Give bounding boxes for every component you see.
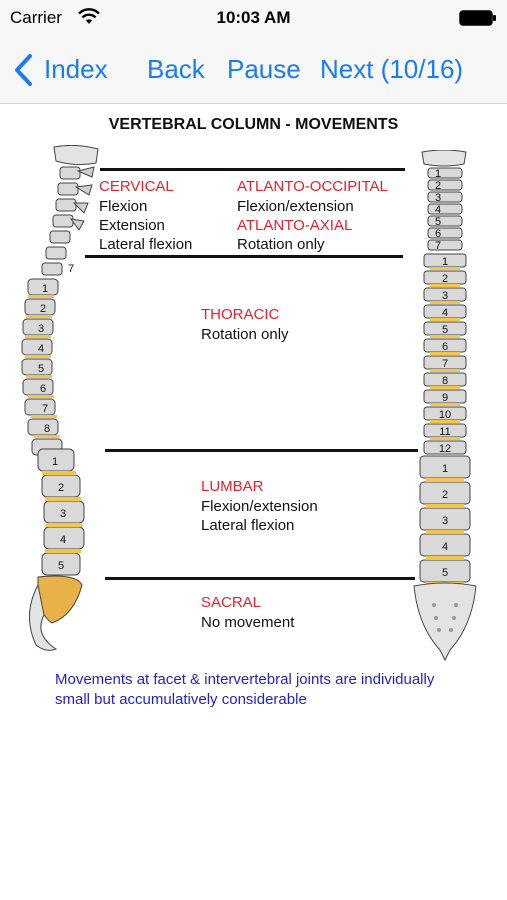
index-button[interactable]: Index xyxy=(44,54,108,84)
svg-text:2: 2 xyxy=(442,489,448,501)
cervical-vertebrae xyxy=(41,166,81,276)
atlanto-axial-heading: ATLANTO-AXIAL xyxy=(237,217,353,234)
svg-text:2: 2 xyxy=(40,303,46,315)
svg-text:3: 3 xyxy=(38,323,44,335)
anterior-thoracic-vertebrae xyxy=(423,253,467,455)
cervical-heading: CERVICAL xyxy=(99,178,174,195)
footnote: Movements at facet & intervertebral join… xyxy=(55,670,465,710)
svg-text:4: 4 xyxy=(442,541,448,553)
atlanto-occipital-heading: ATLANTO-OCCIPITAL xyxy=(237,178,388,195)
coccyx xyxy=(28,583,58,651)
lumbar-vertebrae xyxy=(37,448,85,576)
svg-text:6: 6 xyxy=(442,341,448,353)
lumbar-heading: LUMBAR xyxy=(201,478,264,495)
svg-text:5: 5 xyxy=(38,363,44,375)
atlanto-occipital-movement: Flexion/extension xyxy=(237,198,354,215)
lumbar-movement-1: Flexion/extension xyxy=(201,498,318,515)
svg-text:1: 1 xyxy=(442,463,448,475)
svg-text:1: 1 xyxy=(442,256,448,268)
lateral-spine-illustration: 7 1 2 3 4 5 6 7 8 1 2 3 4 5 xyxy=(21,145,99,651)
svg-text:2: 2 xyxy=(442,273,448,285)
svg-text:3: 3 xyxy=(442,290,448,302)
lateral-t-label: 1 xyxy=(42,283,48,295)
pause-button[interactable]: Pause xyxy=(227,54,301,84)
carrier-label: Carrier xyxy=(10,8,62,27)
skull-base-anterior xyxy=(421,150,467,167)
skull-base xyxy=(53,145,99,166)
status-time: 10:03 AM xyxy=(216,8,291,27)
svg-text:5: 5 xyxy=(442,567,448,579)
svg-text:2: 2 xyxy=(58,482,64,494)
cervical-movement-2: Extension xyxy=(99,217,165,234)
svg-text:10: 10 xyxy=(439,409,451,421)
divider-cervical-thoracic xyxy=(85,255,403,258)
svg-text:1: 1 xyxy=(52,456,58,468)
svg-text:3: 3 xyxy=(442,515,448,527)
svg-text:4: 4 xyxy=(38,343,44,355)
svg-text:3: 3 xyxy=(60,508,66,520)
svg-text:1: 1 xyxy=(435,168,441,180)
cervical-movement-1: Flexion xyxy=(99,198,148,215)
svg-text:4: 4 xyxy=(442,307,448,319)
atlanto-axial-movement: Rotation only xyxy=(237,236,325,253)
thoracic-vertebrae xyxy=(21,278,63,456)
wifi-icon xyxy=(78,8,100,31)
sacral-movement: No movement xyxy=(201,614,295,631)
navigation-bar: Index Back Pause Next (10/16) xyxy=(0,36,507,104)
divider-top xyxy=(100,168,405,171)
svg-text:6: 6 xyxy=(40,383,46,395)
sacrum xyxy=(37,575,83,624)
svg-text:5: 5 xyxy=(58,560,64,572)
cervical-movement-3: Lateral flexion xyxy=(99,236,193,253)
svg-text:12: 12 xyxy=(439,443,451,455)
lateral-c-label: 7 xyxy=(68,263,74,275)
chevron-left-icon[interactable] xyxy=(12,52,36,93)
status-bar: Carrier 10:03 AM xyxy=(0,0,507,36)
footnote-line-1: Movements at facet & intervertebral join… xyxy=(55,671,435,688)
svg-text:8: 8 xyxy=(44,423,50,435)
sacral-heading: SACRAL xyxy=(201,594,262,611)
svg-text:2: 2 xyxy=(435,180,441,192)
anterior-spine-labels: 1 2 3 4 5 6 7 1 2 3 4 5 6 7 8 9 10 11 12… xyxy=(435,168,451,579)
lumbar-movement-2: Lateral flexion xyxy=(201,517,295,534)
thoracic-movement: Rotation only xyxy=(201,326,289,343)
anterior-sacrum xyxy=(413,582,477,662)
svg-text:3: 3 xyxy=(435,192,441,204)
divider-thoracic-lumbar xyxy=(105,449,418,452)
svg-text:5: 5 xyxy=(442,324,448,336)
svg-text:11: 11 xyxy=(439,426,450,438)
svg-text:4: 4 xyxy=(60,534,66,546)
anterior-spine-illustration: 1 2 3 4 5 6 7 1 2 3 4 5 6 7 8 9 10 11 12… xyxy=(413,150,477,662)
back-button[interactable]: Back xyxy=(147,54,205,84)
svg-text:7: 7 xyxy=(435,240,441,252)
svg-text:6: 6 xyxy=(435,228,441,240)
svg-text:9: 9 xyxy=(442,392,448,404)
svg-text:7: 7 xyxy=(42,403,48,415)
lateral-spine-labels: 7 1 2 3 4 5 6 7 8 1 2 3 4 5 xyxy=(38,263,74,572)
svg-text:5: 5 xyxy=(435,216,441,228)
diagram-title: VERTEBRAL COLUMN - MOVEMENTS xyxy=(108,116,399,133)
divider-lumbar-sacral xyxy=(105,577,415,580)
battery-icon xyxy=(459,10,497,31)
anterior-cervical-vertebrae xyxy=(427,167,463,251)
svg-text:8: 8 xyxy=(442,375,448,387)
next-button[interactable]: Next (10/16) xyxy=(320,54,464,84)
footnote-line-2: small but accumulatively considerable xyxy=(55,691,307,708)
svg-text:4: 4 xyxy=(435,204,441,216)
thoracic-heading: THORACIC xyxy=(201,306,280,323)
svg-text:7: 7 xyxy=(442,358,448,370)
